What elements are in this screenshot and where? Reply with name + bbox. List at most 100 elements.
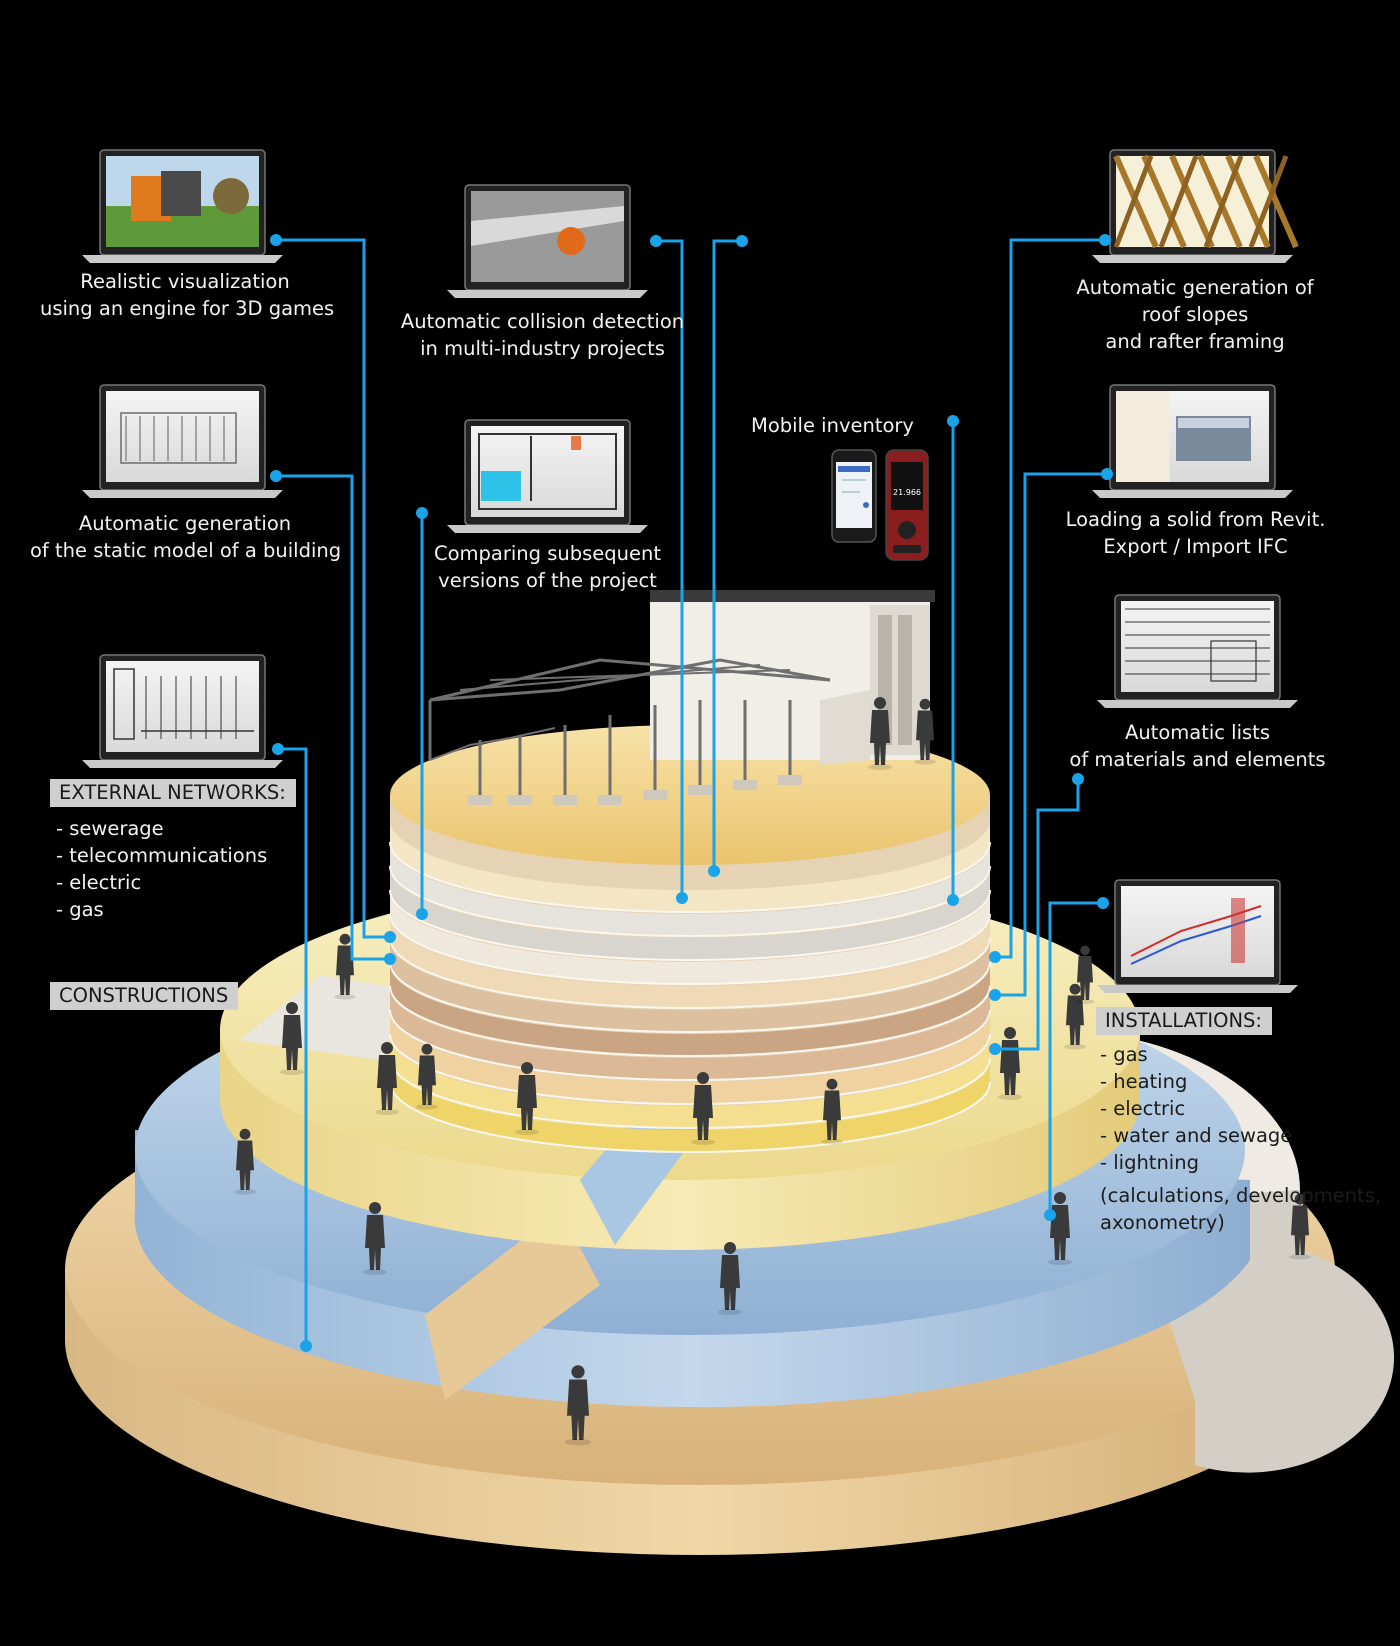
connector-line [276,474,390,961]
laser-meter-icon: 21.966 [885,449,929,561]
connector-dot [989,1043,1001,1055]
connector-dot [989,989,1001,1001]
external-networks-item: - electric [56,871,142,894]
external-networks-item: - telecommunications [56,844,268,867]
people-layer [234,697,1311,1446]
label-mobile-line1: Mobile inventory [751,414,914,437]
cylinder-stripe-edge [389,1081,991,1153]
connector-line [995,238,1105,959]
label-roof-line3: and rafter framing [1105,330,1285,353]
external-networks-list: - sewerage - telecommunications - electr… [56,815,267,923]
person-silhouette-icon [998,1027,1022,1100]
laser-readout: 21.966 [893,488,921,497]
person-silhouette-icon [1289,1193,1311,1260]
laptop-icon [1092,384,1293,498]
cylinder-stripe [390,916,990,1008]
cylinder-stripe [390,1060,990,1152]
label-collision-line1: Automatic collision detection [400,310,685,333]
connector-line [276,238,390,939]
label-comparing-line2: versions of the project [438,569,657,592]
connector-dot [1101,468,1113,480]
person-silhouette-icon [363,1202,387,1275]
label-comparing: Comparing subsequent versions of the pro… [420,540,675,594]
installations-item: - lightning [1100,1151,1199,1174]
connector-dot [1097,897,1109,909]
installations-list: - gas - heating - electric - water and s… [1100,1041,1381,1236]
cylinder-stripe [390,892,990,984]
connector-line [995,472,1107,997]
label-visualization: Realistic visualization using an engine … [40,268,334,322]
person-silhouette-icon [1064,983,1086,1050]
connector-line [1048,901,1103,1215]
connector-dot [736,235,748,247]
frame-footings [468,775,802,805]
person-silhouette-icon [868,697,892,770]
installations-item: - water and sewage [1100,1124,1293,1147]
layered-cylinder [389,725,991,1153]
connector-dot [272,743,284,755]
label-collision-line2: in multi-industry projects [420,337,665,360]
label-lists-line2: of materials and elements [1069,748,1326,771]
person-silhouette-icon [515,1062,539,1135]
external-networks-tag: EXTERNAL NETWORKS: [50,779,296,807]
laptop-icon [82,654,283,768]
installations-item: - gas [1100,1043,1148,1066]
connector-dot [676,892,688,904]
steel-frame-icon [428,658,831,800]
cylinder-stripe-edge [389,913,991,985]
connector-line [995,779,1080,1051]
cylinder-stripe [390,1012,990,1104]
label-revit-line1: Loading a solid from Revit. [1065,508,1326,531]
person-silhouette-icon [1048,1192,1072,1265]
person-silhouette-icon [914,698,936,765]
person-silhouette-icon [1075,945,1095,1004]
external-networks-item: - gas [56,898,104,921]
person-silhouette-icon [691,1072,715,1145]
installations-tag: INSTALLATIONS: [1096,1007,1272,1035]
installations-item: - heating [1100,1070,1188,1093]
person-silhouette-icon [564,1365,592,1446]
cylinder-stripe-edge [389,985,991,1057]
person-silhouette-icon [234,1128,256,1195]
installations-item: - electric [1100,1097,1186,1120]
label-revit: Loading a solid from Revit. Export / Imp… [1058,506,1333,560]
connector-dot [270,470,282,482]
connector-dot [947,415,959,427]
laptop-icon [1097,879,1298,993]
label-static-model-line1: Automatic generation [78,512,292,535]
label-revit-line2: Export / Import IFC [1103,535,1288,558]
constructions-tag: CONSTRUCTIONS [50,982,239,1010]
cylinder-stripe [390,844,990,936]
laptop-icon [1092,149,1299,263]
label-lists: Automatic lists of materials and element… [1065,719,1330,773]
label-static-model-line2: of the static model of a building [30,539,342,562]
cylinder-stripe-edge [389,1009,991,1081]
label-roof: Automatic generation of roof slopes and … [1060,274,1330,355]
connector-line [278,747,308,1346]
connector-dot [1099,234,1111,246]
laptop-icon [1097,594,1298,708]
cylinder-stripe [390,868,990,960]
connector-dots [270,234,1113,1352]
label-roof-line2: roof slopes [1141,303,1249,326]
cylinder-stripe-edge [389,937,991,1009]
person-silhouette-icon [280,1002,304,1075]
cylinder-stripe [390,964,990,1056]
connector-line [712,239,742,871]
label-visualization-line1: Realistic visualization [80,270,290,293]
cylinder-stripe-edge [389,889,991,961]
connector-dot [947,894,959,906]
connector-dot [1044,1209,1056,1221]
connector-dot [300,1340,312,1352]
connector-dot [650,235,662,247]
connector-dot [270,234,282,246]
cylinder-stripe [390,988,990,1080]
cylinder-stripe-edge [389,961,991,1033]
connector-dot [708,865,720,877]
label-visualization-line2: using an engine for 3D games [40,297,335,320]
connector-dot [416,507,428,519]
external-networks-item: - sewerage [56,817,164,840]
laptop-icon [82,384,283,498]
person-silhouette-icon [375,1042,399,1115]
